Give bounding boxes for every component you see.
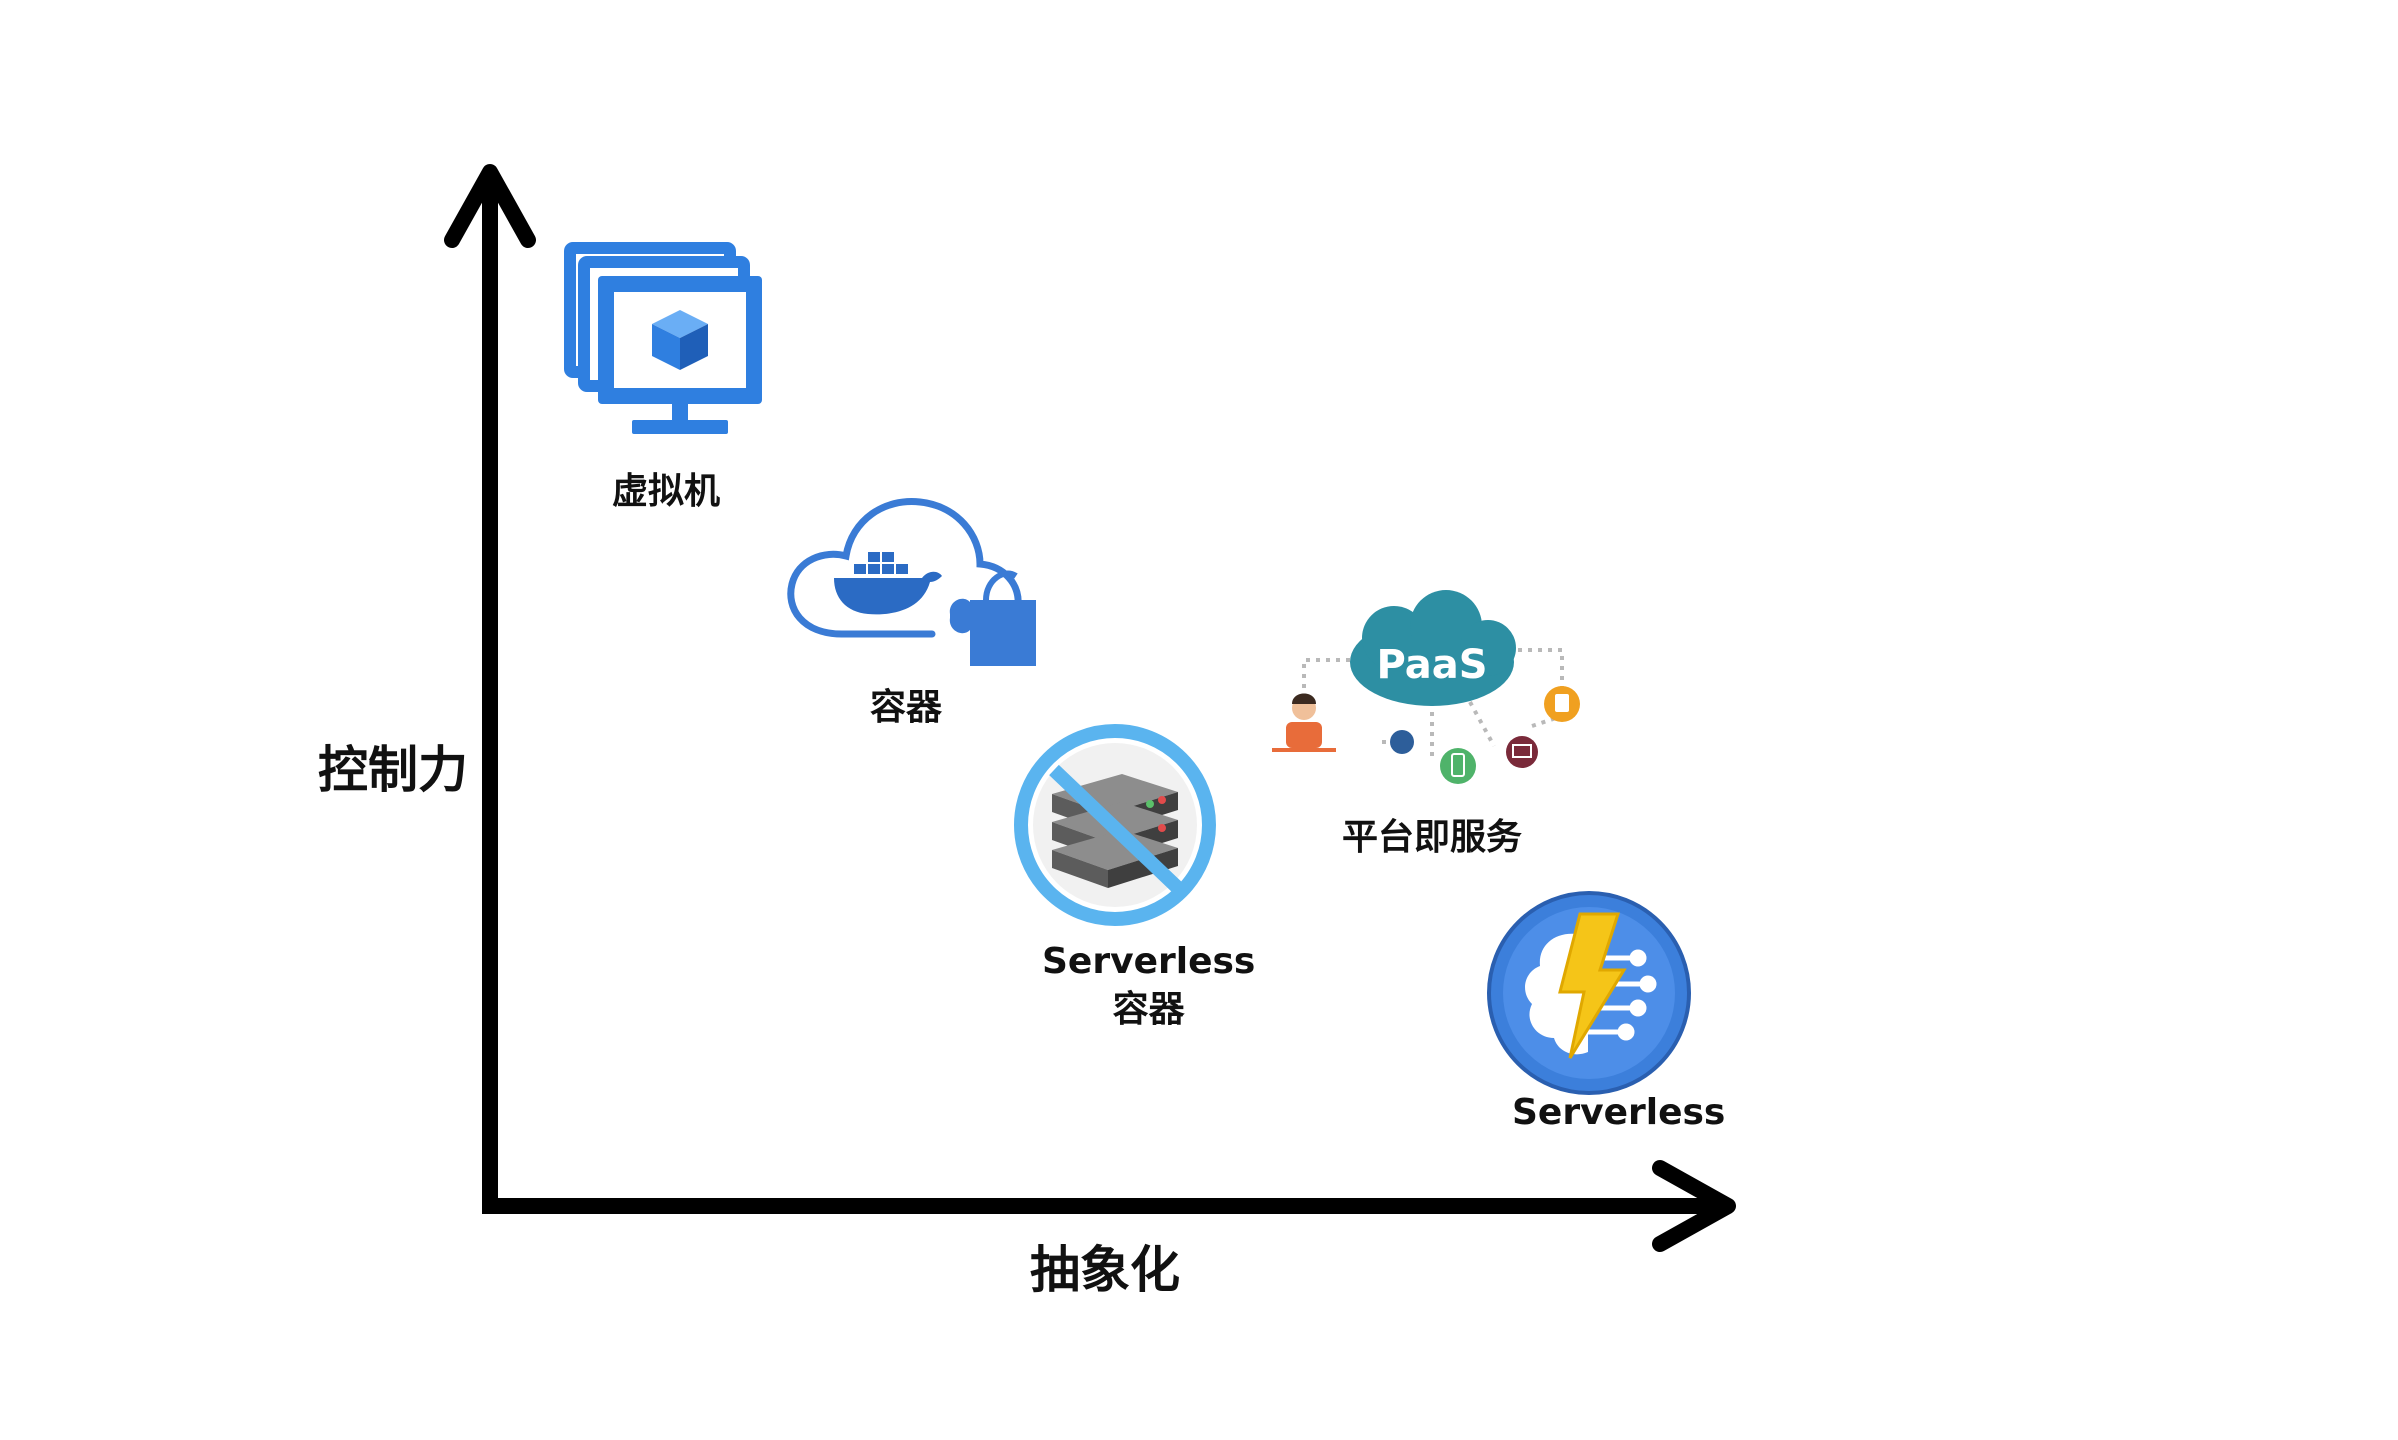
paas-label: 平台即服务: [1342, 817, 1523, 858]
x-axis-arrowhead: [1652, 1160, 1736, 1252]
paas-cloud-icon: PaaS: [1272, 590, 1580, 784]
serverless-container-label: Serverless 容器: [1042, 938, 1255, 1034]
paas-text: PaaS: [1376, 642, 1487, 688]
container-label: 容器: [870, 687, 943, 728]
docker-cloud-icon: [787, 498, 1036, 666]
no-server-icon: [1014, 724, 1216, 926]
x-axis-label: 抽象化: [1030, 1241, 1180, 1299]
serverless-label: Serverless: [1512, 1092, 1726, 1133]
vm-label: 虚拟机: [612, 471, 721, 512]
serverless-container-label-line1: Serverless: [1042, 941, 1256, 982]
azure-functions-icon: [1487, 891, 1691, 1095]
y-axis-label: 控制力: [318, 741, 468, 799]
serverless-container-label-line2: 容器: [1112, 989, 1185, 1030]
virtual-machine-icon: [564, 242, 762, 434]
y-axis-arrowhead: [444, 164, 536, 248]
